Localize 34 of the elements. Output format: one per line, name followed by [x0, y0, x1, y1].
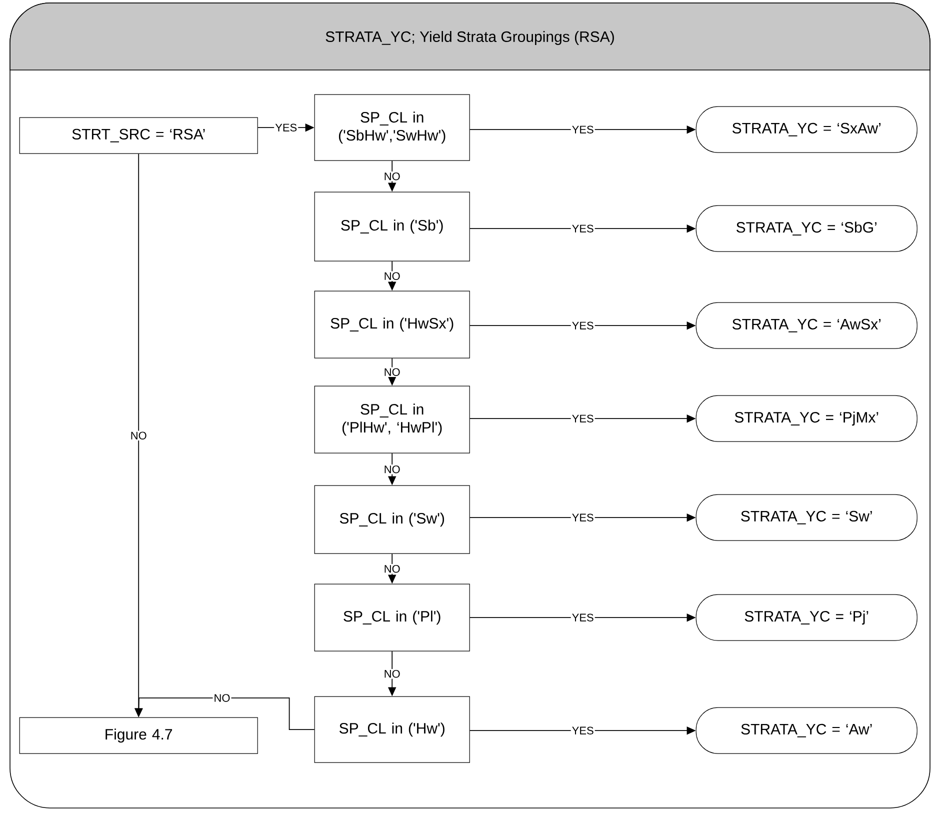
edge-label: NO — [382, 367, 402, 377]
edge-label: YES — [570, 124, 595, 134]
edge-label: YES — [570, 512, 595, 522]
edge-label: NO — [382, 464, 402, 474]
process-box: SP_CL in ('Hw') — [314, 696, 470, 763]
edge-label: NO — [382, 171, 402, 182]
edge-label: YES — [570, 224, 595, 234]
edge-label: YES — [570, 320, 595, 330]
edge-label: YES — [570, 612, 595, 622]
terminal-box: STRATA_YC = ‘SbG’ — [696, 205, 918, 252]
process-box: SP_CL in ('SbHw','SwHw') — [314, 94, 470, 161]
terminal-box: STRATA_YC = ‘Sw’ — [696, 494, 918, 541]
process-box: SP_CL in ('Sw') — [314, 485, 470, 554]
process-box: SP_CL in ('Pl') — [314, 584, 470, 652]
process-box: SP_CL in ('PlHw', ‘HwPl') — [314, 386, 470, 454]
edge-label: YES — [570, 726, 595, 736]
terminal-box: STRATA_YC = ‘AwSx’ — [696, 302, 918, 349]
terminal-box: STRATA_YC = ‘PjMx’ — [696, 395, 918, 442]
process-box: SP_CL in ('HwSx') — [314, 290, 470, 358]
edge-label: NO — [382, 271, 402, 281]
process-box: STRT_SRC = ‘RSA’ — [19, 117, 258, 154]
edge-label: NO — [382, 564, 402, 574]
edge-label: NO — [212, 693, 232, 703]
edge-label: NO — [382, 668, 402, 679]
terminal-box: STRATA_YC = ‘Pj’ — [696, 594, 918, 641]
terminal-box: STRATA_YC = ‘SxAw’ — [696, 106, 918, 153]
arrow — [134, 698, 315, 730]
title: STRATA_YC; Yield Strata Groupings (RSA) — [326, 31, 614, 45]
edge-label: YES — [274, 122, 298, 132]
terminal-box: STRATA_YC = ‘Aw’ — [696, 707, 918, 754]
edge-label: NO — [129, 430, 148, 440]
process-box: Figure 4.7 — [19, 717, 258, 754]
process-box: SP_CL in ('Sb') — [314, 192, 470, 262]
edge-label: YES — [570, 414, 595, 424]
